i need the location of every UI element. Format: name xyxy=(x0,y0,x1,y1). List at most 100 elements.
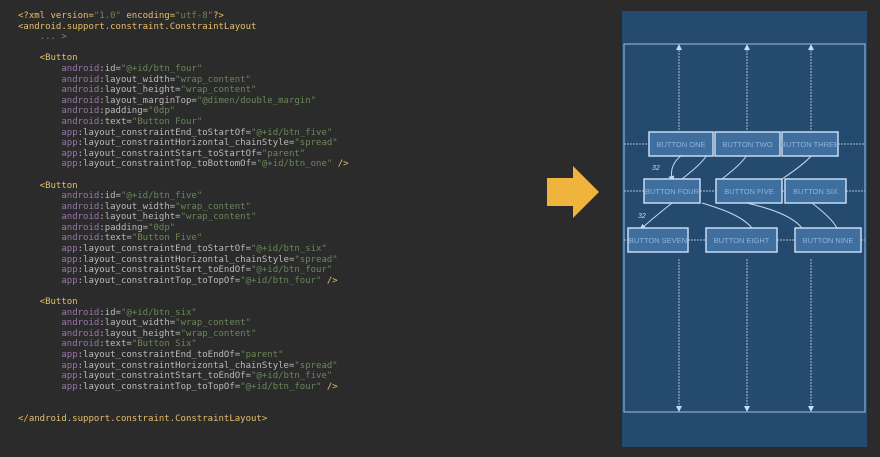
code-token: :padding= xyxy=(99,222,149,233)
code-token: :layout_height= xyxy=(99,85,181,96)
code-token xyxy=(18,244,61,254)
code-token: "wrap_content" xyxy=(175,74,252,85)
code-token: "wrap_content" xyxy=(175,201,252,212)
code-token: ?> xyxy=(213,11,224,21)
button-six-label: BUTTON SIX xyxy=(793,187,838,196)
code-token xyxy=(18,361,61,371)
button-nine[interactable]: BUTTON NINE xyxy=(794,227,862,253)
code-token: app xyxy=(61,138,78,149)
code-token: android xyxy=(61,307,100,318)
code-token: app xyxy=(61,265,78,276)
code-token xyxy=(18,117,61,127)
code-token: :padding= xyxy=(99,106,149,117)
code-token: /> xyxy=(321,275,338,286)
code-line: android:layout_height="wrap_content" xyxy=(18,329,349,340)
code-token: encoding= xyxy=(120,11,176,21)
button-two[interactable]: BUTTON TWO xyxy=(714,131,781,157)
code-token: :layout_constraintHorizontal_chainStyle= xyxy=(77,254,295,265)
code-line: app:layout_constraintHorizontal_chainSty… xyxy=(18,361,349,372)
code-token: android xyxy=(61,74,100,85)
code-token: "@dimen/double_margin" xyxy=(196,95,317,106)
button-five[interactable]: BUTTON FIVE xyxy=(715,178,783,204)
code-token: "spread" xyxy=(294,254,338,265)
vertical-constraints xyxy=(678,47,812,409)
code-line xyxy=(18,43,349,54)
code-token: <Button xyxy=(18,180,78,191)
right-arrow-icon xyxy=(547,166,599,218)
code-token xyxy=(18,149,61,159)
code-token: "1.0" xyxy=(93,11,121,21)
code-line: android:layout_marginTop="@dimen/double_… xyxy=(18,96,349,107)
code-token: :layout_constraintEnd_toStartOf= xyxy=(77,244,252,255)
code-line: android:layout_width="wrap_content" xyxy=(18,75,349,86)
code-line: app:layout_constraintHorizontal_chainSty… xyxy=(18,255,349,266)
code-token xyxy=(18,64,61,74)
code-line: android:text="Button Four" xyxy=(18,117,349,128)
code-token: :layout_constraintEnd_toEndOf= xyxy=(77,350,241,360)
code-token: :text= xyxy=(99,233,132,244)
button-seven-label: BUTTON SEVEN xyxy=(629,236,687,245)
code-token: app xyxy=(61,127,78,138)
code-token: app xyxy=(61,350,78,360)
code-line: app:layout_constraintStart_toEndOf="@+id… xyxy=(18,265,349,276)
code-line: android:padding="0dp" xyxy=(18,223,349,234)
code-line: app:layout_constraintHorizontal_chainSty… xyxy=(18,138,349,149)
code-token: :id= xyxy=(99,307,121,318)
code-line: android:layout_width="wrap_content" xyxy=(18,202,349,213)
code-line: app:layout_constraintStart_toEndOf="@+id… xyxy=(18,371,349,382)
code-token: :id= xyxy=(99,191,121,202)
code-token: "0dp" xyxy=(148,222,176,233)
code-token: android xyxy=(61,222,100,233)
code-token: :layout_constraintTop_toTopOf= xyxy=(77,275,241,286)
code-line: app:layout_constraintTop_toBottomOf="@+i… xyxy=(18,159,349,170)
button-three[interactable]: BUTTON THREE xyxy=(781,131,839,157)
code-line: android:padding="0dp" xyxy=(18,106,349,117)
code-line: app:layout_constraintEnd_toStartOf="@+id… xyxy=(18,128,349,139)
code-token: android xyxy=(61,201,100,212)
code-line: android:text="Button Six" xyxy=(18,339,349,350)
code-token: app xyxy=(61,371,78,382)
code-line: android:id="@+id/btn_four" xyxy=(18,64,349,75)
button-eight[interactable]: BUTTON EIGHT xyxy=(705,227,778,253)
button-two-label: BUTTON TWO xyxy=(722,140,772,149)
code-token: app xyxy=(61,244,78,255)
code-token: :layout_constraintStart_toEndOf= xyxy=(77,265,252,276)
code-token: android xyxy=(61,191,100,202)
code-token xyxy=(18,191,61,201)
code-token xyxy=(18,212,61,222)
code-line: android:layout_height="wrap_content" xyxy=(18,85,349,96)
code-line: <android.support.constraint.ConstraintLa… xyxy=(18,22,349,33)
button-five-label: BUTTON FIVE xyxy=(724,187,773,196)
code-token: "@+id/btn_six" xyxy=(251,244,327,255)
margin-label-1: 32 xyxy=(652,165,660,172)
code-token: "@+id/btn_five" xyxy=(120,191,203,202)
xml-code-editor[interactable]: <?xml version="1.0" encoding="utf-8"?><a… xyxy=(0,0,540,457)
code-token: "utf-8" xyxy=(175,11,214,21)
code-token: :layout_height= xyxy=(99,212,181,223)
code-token: android xyxy=(61,233,100,244)
button-one[interactable]: BUTTON ONE xyxy=(648,131,714,157)
margin-label-2: 32 xyxy=(638,213,646,220)
code-token xyxy=(18,85,61,95)
code-token: android xyxy=(61,63,100,74)
button-seven[interactable]: BUTTON SEVEN xyxy=(627,227,689,253)
code-token xyxy=(18,159,61,169)
code-token: "Button Four" xyxy=(131,116,203,127)
code-token: /> xyxy=(332,159,349,170)
code-token: app xyxy=(61,275,78,286)
button-six[interactable]: BUTTON SIX xyxy=(784,178,847,204)
code-token: app xyxy=(61,159,78,170)
blueprint-canvas: 32 32 BUTTON ONE BUTTON TWO BUTTON THREE… xyxy=(623,43,866,413)
code-token xyxy=(18,339,61,349)
code-line: android:text="Button Five" xyxy=(18,233,349,244)
code-token xyxy=(18,318,61,328)
code-token xyxy=(18,308,61,318)
code-token xyxy=(18,202,61,212)
code-token: :layout_constraintStart_toEndOf= xyxy=(77,371,252,382)
code-token xyxy=(18,276,61,286)
preview-buttons[interactable]: BUTTON ONE BUTTON TWO BUTTON THREE BUTTO… xyxy=(627,131,862,253)
button-four[interactable]: BUTTON FOUR xyxy=(643,178,701,204)
code-token: :layout_height= xyxy=(99,328,181,339)
code-token xyxy=(18,255,61,265)
code-line: android:id="@+id/btn_five" xyxy=(18,191,349,202)
